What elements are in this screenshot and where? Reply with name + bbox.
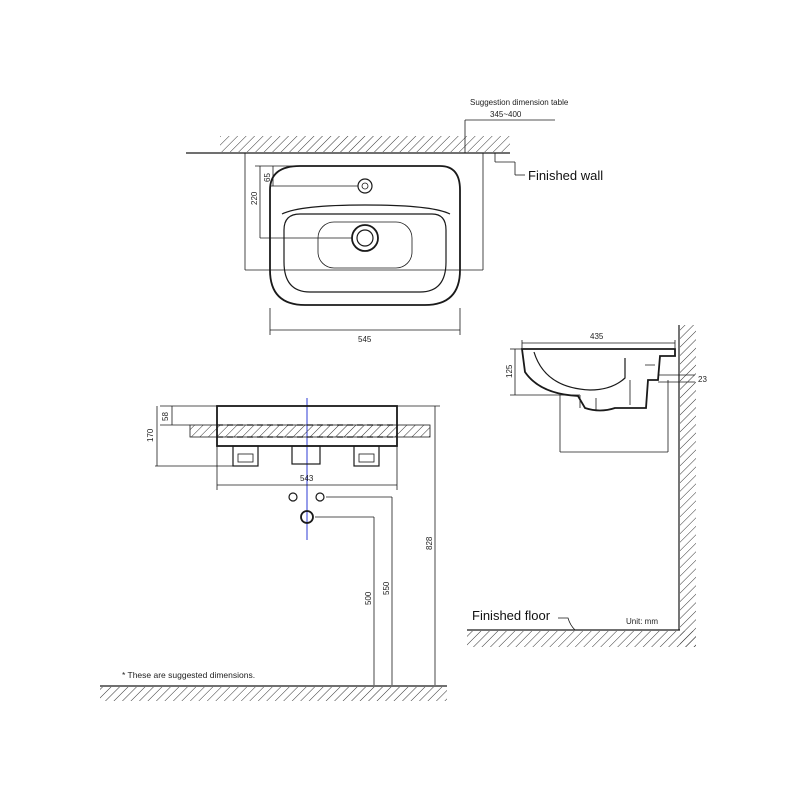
side-view: 435 125 23 Finished floor Unit: mm	[467, 325, 707, 647]
unit-label: Unit: mm	[626, 617, 658, 626]
side-basin-profile	[520, 348, 676, 412]
dim-top-depth: 220	[250, 191, 259, 205]
drain-hole	[351, 224, 379, 252]
dim-side-wall-gap: 23	[698, 375, 707, 384]
finished-floor-label: Finished floor	[472, 608, 551, 623]
dim-side-height: 125	[505, 364, 514, 378]
dim-front-width: 543	[300, 474, 314, 483]
water-supply-right	[315, 492, 325, 502]
water-supply-left	[288, 492, 298, 502]
top-wall-hatch	[220, 136, 510, 152]
waste-outlet	[300, 510, 314, 524]
dim-height-500: 500	[364, 591, 373, 605]
suggested-dimensions-note: * These are suggested dimensions.	[122, 670, 255, 680]
front-countertop	[189, 424, 431, 438]
dim-front-rim: 58	[161, 412, 170, 421]
finished-wall-label: Finished wall	[528, 168, 603, 183]
top-basin-outer	[269, 165, 461, 306]
front-floor-hatch	[100, 687, 447, 701]
side-wall-hatch	[680, 325, 696, 647]
side-floor-hatch	[467, 631, 696, 647]
top-basin-inner	[283, 213, 447, 293]
dim-front-height: 170	[146, 428, 155, 442]
top-view: Suggestion dimension table 345~400 Finis…	[186, 98, 603, 344]
front-view: 58 170 543 500 550 828 * These are sugge…	[100, 398, 447, 701]
tap-hole	[357, 178, 373, 194]
dim-side-depth: 435	[590, 332, 604, 341]
dim-tap-offset: 65	[263, 173, 272, 182]
dim-height-550: 550	[382, 581, 391, 595]
suggestion-table-label: Suggestion dimension table	[470, 98, 569, 107]
dim-height-828: 828	[425, 536, 434, 550]
suggestion-range-label: 345~400	[490, 110, 522, 119]
dim-top-width: 545	[358, 335, 372, 344]
